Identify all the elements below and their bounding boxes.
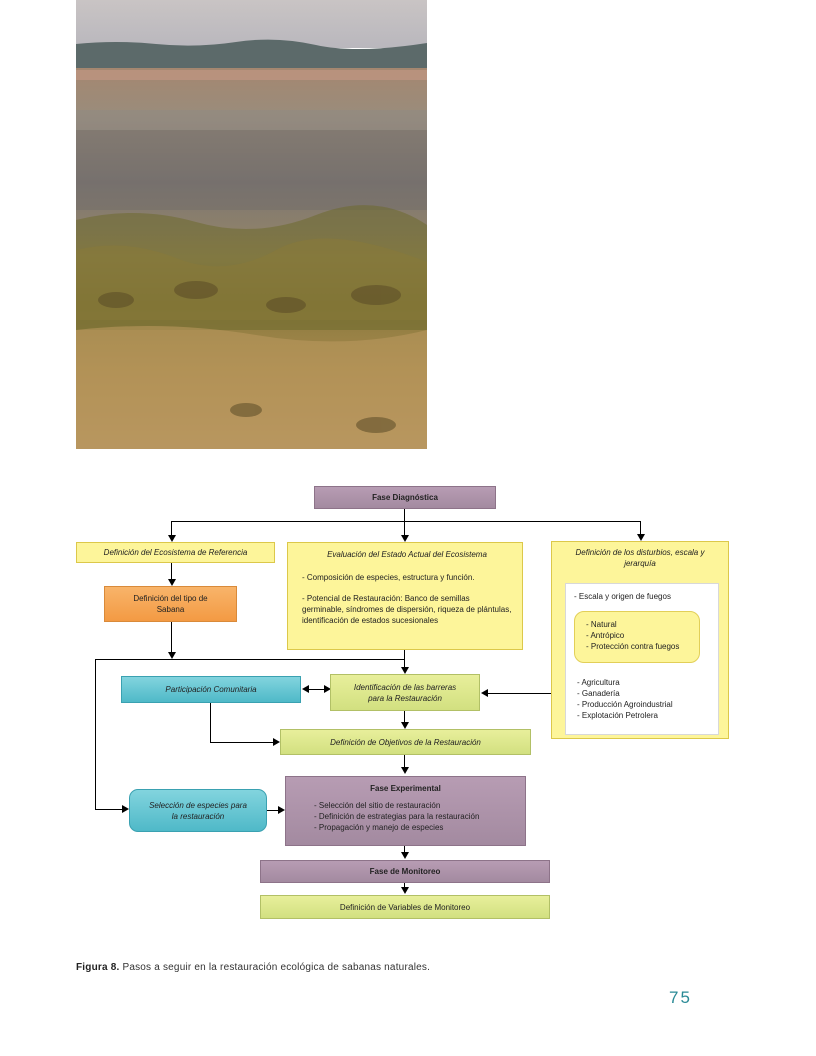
figure-caption-text: Pasos a seguir en la restauración ecológ… [119, 962, 431, 973]
arrow-down-icon [401, 722, 409, 729]
savanna-photo [76, 0, 427, 449]
fuegos-item: - Natural [586, 620, 617, 629]
arrow-down-icon [168, 535, 176, 542]
arrow-down-icon [401, 767, 409, 774]
participacion-box: Participación Comunitaria [121, 676, 301, 703]
tipo-sabana-label: Definición del tipo de Sabana [133, 594, 208, 614]
connector [404, 883, 405, 889]
arrow-down-icon [401, 887, 409, 894]
disturbios-inner-box: - Escala y origen de fuegos - Natural - … [565, 583, 719, 735]
fase-monitoreo-box: Fase de Monitoreo [260, 860, 550, 883]
evaluacion-item: - Potencial de Restauración: Banco de se… [302, 594, 512, 625]
variables-monitoreo-label: Definición de Variables de Monitoreo [339, 902, 471, 912]
disturbios-box: Definición de los disturbios, escala y j… [551, 541, 729, 739]
connector [171, 521, 172, 537]
evaluacion-item: - Composición de especies, estructura y … [302, 573, 475, 582]
connector [171, 521, 640, 522]
disturbios-title: Definición de los disturbios, escala y j… [575, 548, 705, 568]
fuegos-item: - Protección contra fuegos [586, 642, 680, 651]
otros-item: - Agricultura [577, 678, 620, 687]
connector [488, 693, 551, 694]
arrow-down-icon [168, 579, 176, 586]
objetivos-label: Definición de Objetivos de la Restauraci… [330, 737, 481, 747]
figure-caption: Figura 8. Pasos a seguir en la restaurac… [76, 962, 430, 973]
fuegos-box: - Natural - Antrópico - Protección contr… [574, 611, 700, 663]
barreras-label: Identificación de las barreras para la R… [353, 682, 457, 703]
variables-monitoreo-box: Definición de Variables de Monitoreo [260, 895, 550, 919]
arrow-down-icon [637, 534, 645, 541]
experimental-item: - Propagación y manejo de especies [314, 823, 444, 832]
connector [404, 755, 405, 769]
seleccion-especies-box: Selección de especies para la restauraci… [129, 789, 267, 832]
otros-item: - Ganadería [577, 689, 620, 698]
connector [95, 809, 123, 810]
arrow-down-icon [168, 652, 176, 659]
evaluacion-title: Evaluación del Estado Actual del Ecosist… [327, 550, 487, 559]
connector [404, 521, 405, 537]
seleccion-especies-label: Selección de especies para la restauraci… [149, 800, 247, 821]
otros-item: - Explotación Petrolera [577, 711, 658, 720]
fuegos-item: - Antrópico [586, 631, 625, 640]
figure-label: Figura 8. [76, 962, 120, 973]
arrow-right-icon [278, 806, 285, 814]
arrow-right-icon [324, 685, 331, 693]
otros-item: - Producción Agroindustrial [577, 700, 673, 709]
barreras-box: Identificación de las barreras para la R… [330, 674, 480, 711]
connector [210, 742, 274, 743]
arrow-right-icon [122, 805, 129, 813]
arrow-down-icon [401, 852, 409, 859]
ecosistema-referencia-box: Definición del Ecosistema de Referencia [76, 542, 275, 563]
page-number: 75 [669, 988, 692, 1007]
participacion-label: Participación Comunitaria [165, 685, 257, 694]
arrow-left-icon [302, 685, 309, 693]
escala-title: - Escala y origen de fuegos [574, 592, 671, 601]
fase-experimental-box: Fase Experimental - Selección del sitio … [285, 776, 526, 846]
arrow-left-icon [481, 689, 488, 697]
experimental-item: - Selección del sitio de restauración [314, 801, 441, 810]
connector [95, 659, 96, 810]
connector [171, 563, 172, 581]
connector [210, 703, 211, 742]
fase-diagnostica-box: Fase Diagnóstica [314, 486, 496, 509]
connector [267, 810, 279, 811]
connector [308, 689, 324, 690]
tipo-sabana-box: Definición del tipo de Sabana [104, 586, 237, 622]
otros-disturbios-list: - Agricultura - Ganadería - Producción A… [577, 677, 673, 721]
connector [404, 846, 405, 854]
connector [171, 622, 172, 653]
restoration-flowchart: Fase Diagnóstica Definición del Ecosiste… [76, 486, 729, 919]
fase-experimental-title: Fase Experimental [370, 784, 441, 793]
arrow-right-icon [273, 738, 280, 746]
arrow-down-icon [401, 667, 409, 674]
fase-diagnostica-label: Fase Diagnóstica [372, 493, 438, 502]
connector [640, 521, 641, 535]
connector [404, 509, 405, 521]
objetivos-box: Definición de Objetivos de la Restauraci… [280, 729, 531, 755]
evaluacion-estado-box: Evaluación del Estado Actual del Ecosist… [287, 542, 523, 650]
connector [404, 711, 405, 724]
experimental-item: - Definición de estrategias para la rest… [314, 812, 480, 821]
fase-monitoreo-label: Fase de Monitoreo [369, 867, 441, 876]
ecosistema-referencia-label: Definición del Ecosistema de Referencia [103, 548, 248, 557]
arrow-down-icon [401, 535, 409, 542]
connector [95, 659, 405, 660]
